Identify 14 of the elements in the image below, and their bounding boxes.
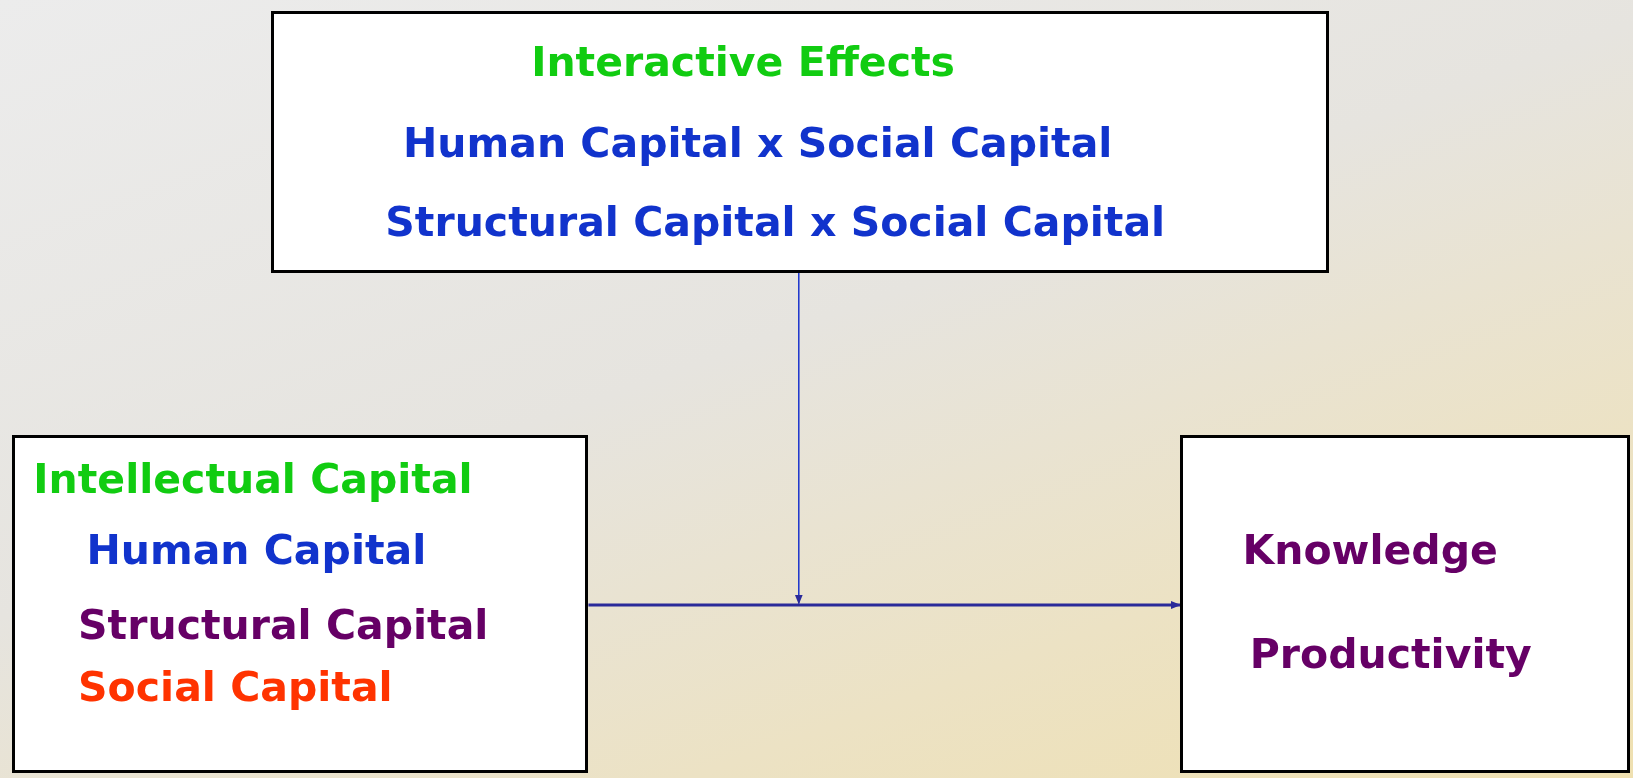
- text-box: [270, 11, 1329, 273]
- capital-label: Human Capital: [86, 529, 427, 571]
- capital-label: Structural Capital: [78, 604, 489, 646]
- capital-label: Interactive Effects: [531, 42, 955, 83]
- arrow: [588, 601, 1181, 610]
- capital-label: Structural Capital x Social Capital: [385, 201, 1166, 243]
- arrow: [794, 272, 803, 605]
- text-box: [1179, 435, 1630, 773]
- capital-label: Human Capital x Social Capital: [403, 122, 1113, 164]
- capital-label: Social Capital: [78, 666, 393, 708]
- capital-label: Productivity: [1249, 633, 1532, 675]
- text-box: [12, 435, 589, 773]
- capital-label: Knowledge: [1242, 529, 1498, 571]
- capital-label: Intellectual Capital: [33, 458, 473, 500]
